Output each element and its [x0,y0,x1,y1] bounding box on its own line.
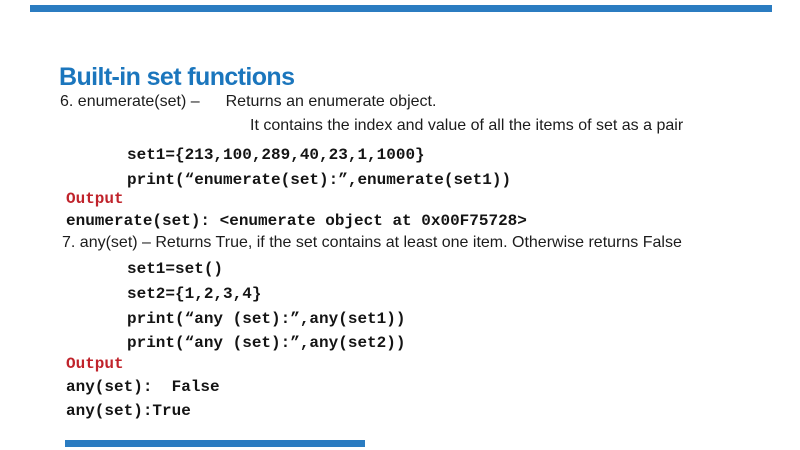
item6-line: 6. enumerate(set) – Returns an enumerate … [60,92,436,112]
bottom-accent-bar [65,440,365,447]
code-line-set1-literal: set1={213,100,289,40,23,1,1000} [127,146,425,164]
code-line-set2-literal: set2={1,2,3,4} [127,285,262,303]
output-line-any-false: any(set): False [66,378,220,396]
item6-description-line2: It contains the index and value of all t… [250,117,684,134]
output-label-1: Output [66,190,124,208]
code-line-set1-empty: set1=set() [127,260,224,278]
code-line-print-enumerate: print(“enumerate(set):”,enumerate(set1)) [127,171,512,189]
item6-label: 6. enumerate(set) – [60,93,200,110]
code-line-print-any1: print(“any (set):”,any(set1)) [127,310,406,328]
output-line-any-true: any(set):True [66,402,191,420]
output-line-enumerate: enumerate(set): <enumerate object at 0x0… [66,212,527,230]
page-title: Built-in set functions [59,62,295,91]
output-label-2: Output [66,355,124,373]
code-line-print-any2: print(“any (set):”,any(set2)) [127,334,406,352]
top-accent-bar [30,5,772,12]
item6-description: Returns an enumerate object. [225,93,437,110]
item7-line: 7. any(set) – Returns True, if the set c… [62,234,682,251]
